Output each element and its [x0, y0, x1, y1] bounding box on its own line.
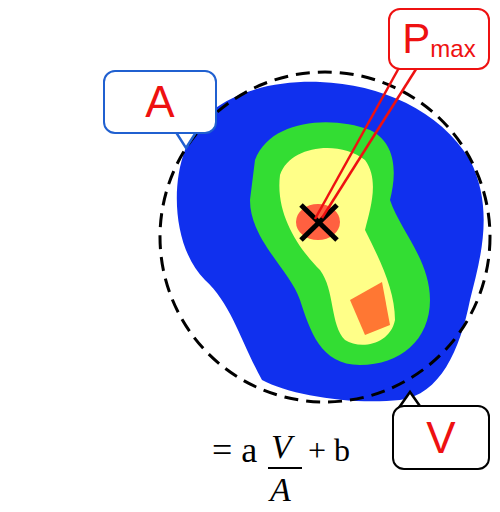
- subscript: max: [430, 37, 475, 61]
- peak-spot: [296, 204, 340, 240]
- callout-letter: V: [426, 416, 455, 460]
- callout-box: V: [392, 405, 490, 470]
- formula-text: + b: [308, 434, 350, 466]
- formula-text: = a: [212, 432, 257, 468]
- callout-letter: P: [402, 18, 430, 60]
- formula-variable: A: [270, 473, 291, 507]
- callout-letter: A: [145, 80, 174, 124]
- leader-line: [322, 66, 418, 218]
- green-region: [250, 122, 430, 365]
- secondary-spot: [350, 282, 390, 335]
- callout-box: Pmax: [388, 8, 490, 70]
- blue-region: [177, 82, 484, 401]
- callout-box: A: [103, 70, 217, 134]
- leader-line: [315, 66, 400, 219]
- formula-variable: V: [271, 430, 292, 464]
- fraction-bar: [268, 467, 302, 469]
